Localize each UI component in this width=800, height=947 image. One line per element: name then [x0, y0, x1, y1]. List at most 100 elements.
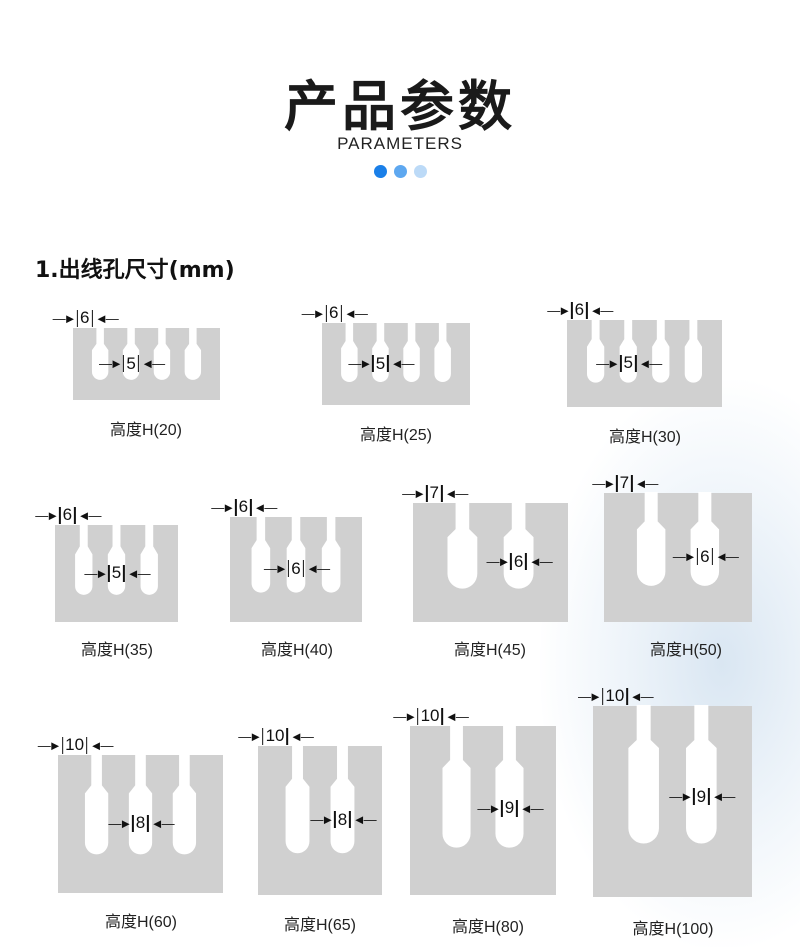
- wire-slot: [153, 327, 171, 380]
- wire-slot: [321, 516, 341, 593]
- dimension-line: [711, 548, 714, 566]
- dimension-value: 6: [574, 300, 585, 319]
- slot-width-dimension: —►5◄—: [596, 353, 662, 373]
- arrow-right-icon: —►: [669, 789, 693, 805]
- height-label: 高度H(65): [283, 917, 357, 934]
- dimension-line: [91, 309, 93, 327]
- height-label: 高度H(30): [608, 429, 682, 446]
- dimension-value: 5: [375, 353, 386, 373]
- top-width-dimension: —►6◄—: [53, 308, 119, 328]
- arrow-left-icon: ◄—: [344, 305, 368, 321]
- comb-body: [258, 746, 382, 895]
- arrow-right-icon: —►: [108, 815, 132, 831]
- arrow-left-icon: ◄—: [126, 565, 151, 581]
- comb-diagram: [593, 705, 752, 897]
- dimension-value: 10: [420, 706, 440, 725]
- dimension-value: 6: [62, 505, 73, 524]
- dimension-value: 7: [619, 473, 630, 492]
- dimension-value: 9: [696, 786, 707, 806]
- height-label: 高度H(80): [451, 919, 525, 936]
- arrow-right-icon: —►: [238, 728, 262, 744]
- dot-1: [374, 165, 387, 178]
- comb-diagram: [258, 745, 382, 895]
- height-label: 高度H(40): [260, 642, 334, 659]
- wire-slot: [122, 327, 140, 380]
- dimension-line: [441, 484, 443, 502]
- dimension-value: 6: [329, 303, 339, 322]
- slot-width-dimension: —►5◄—: [84, 563, 151, 583]
- dimension-line: [510, 553, 512, 571]
- height-label: 高度H(100): [632, 921, 714, 938]
- comb-diagram: [410, 725, 556, 895]
- arrow-left-icon: ◄—: [634, 475, 659, 491]
- comb-body: [593, 706, 752, 897]
- arrow-right-icon: —►: [486, 554, 510, 570]
- dot-3: [414, 165, 427, 178]
- arrow-right-icon: —►: [672, 549, 697, 565]
- arrow-left-icon: ◄—: [445, 708, 469, 724]
- dimension-line: [61, 736, 64, 754]
- arrow-left-icon: ◄—: [711, 789, 736, 805]
- decorative-dots: [374, 165, 427, 178]
- top-width-dimension: —►10 ◄—: [393, 706, 469, 726]
- slot-width-dimension: —►6◄—: [672, 546, 739, 567]
- dimension-value: 9: [504, 798, 515, 818]
- dimension-value: 5: [623, 353, 633, 373]
- dimension-line: [132, 814, 134, 832]
- wire-slot: [341, 322, 358, 383]
- dimension-line: [286, 727, 288, 745]
- dimension-line: [616, 474, 618, 492]
- dimension-value: 6: [291, 558, 301, 578]
- wire-slot: [619, 319, 637, 383]
- arrow-left-icon: ◄—: [289, 728, 314, 744]
- dimension-line: [372, 355, 374, 373]
- dimension-line: [137, 355, 140, 373]
- wire-slot: [686, 705, 717, 844]
- arrow-right-icon: —►: [310, 812, 334, 828]
- arrow-right-icon: —►: [393, 708, 417, 724]
- dimension-line: [59, 506, 61, 524]
- arrow-left-icon: ◄—: [519, 800, 544, 816]
- arrow-left-icon: ◄—: [141, 356, 165, 372]
- dimension-line: [287, 560, 290, 578]
- top-width-dimension: —►10◄—: [38, 735, 114, 755]
- comb-diagram: [322, 322, 470, 405]
- arrow-right-icon: —►: [84, 565, 108, 581]
- top-width-dimension: —►10◄—: [238, 726, 314, 746]
- arrow-left-icon: ◄—: [528, 554, 553, 570]
- dimension-line: [586, 301, 588, 319]
- top-width-dimension: —►6◄—: [35, 505, 101, 525]
- slot-width-dimension: —►5◄—: [348, 353, 415, 374]
- wire-slot: [285, 745, 310, 854]
- dimension-line: [525, 553, 527, 571]
- arrow-left-icon: ◄—: [390, 356, 415, 372]
- arrow-right-icon: —►: [592, 475, 616, 491]
- dimension-value: 8: [135, 813, 146, 833]
- dimension-value: 6: [700, 546, 710, 566]
- arrow-right-icon: —►: [348, 356, 372, 372]
- dimension-line: [631, 474, 633, 492]
- comb-body: [413, 503, 568, 622]
- comb-diagram: [55, 524, 178, 622]
- dimension-line: [340, 304, 343, 322]
- arrow-right-icon: —►: [263, 561, 288, 577]
- comb-diagram: [58, 754, 223, 893]
- wire-slot: [628, 705, 659, 844]
- dimension-line: [441, 707, 444, 725]
- slot-width-dimension: —►5◄—: [98, 354, 165, 374]
- dimension-value: 5: [111, 563, 122, 582]
- wire-slot: [403, 322, 420, 383]
- dimension-value: 6: [513, 551, 524, 571]
- arrow-right-icon: —►: [98, 356, 123, 372]
- slot-width-dimension: —►6◄—: [486, 551, 553, 572]
- wire-slot: [636, 492, 666, 586]
- dimension-line: [601, 687, 604, 705]
- dimension-value: 6: [79, 308, 90, 327]
- top-width-dimension: —►6◄—: [302, 303, 368, 323]
- top-width-dimension: —►7◄—: [402, 483, 468, 503]
- wire-slot: [434, 322, 451, 383]
- dimension-line: [302, 560, 305, 578]
- page-subtitle: PARAMETERS: [337, 134, 463, 153]
- dimension-line: [693, 788, 695, 806]
